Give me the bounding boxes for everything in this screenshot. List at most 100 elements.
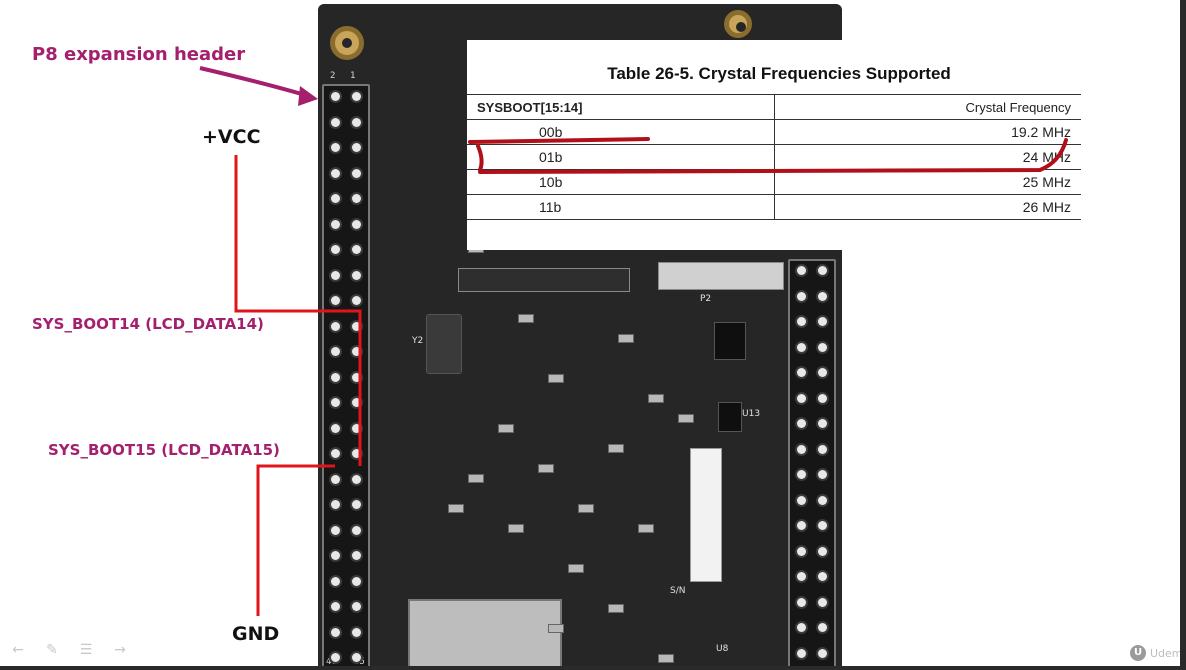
smd-component xyxy=(468,474,484,483)
header-pin xyxy=(352,347,361,356)
header-pin xyxy=(818,648,827,658)
cell-sysboot: 01b xyxy=(467,144,775,170)
smd-component xyxy=(608,444,624,453)
smd-component xyxy=(538,464,554,473)
header-pin xyxy=(331,398,340,407)
header-pin xyxy=(331,653,340,662)
header-pin xyxy=(331,423,340,433)
header-pin xyxy=(352,551,361,560)
header-pin xyxy=(352,576,361,586)
header-pin xyxy=(818,419,827,428)
frame-bottom xyxy=(0,666,1186,670)
smd-component xyxy=(648,394,664,403)
header-pin xyxy=(797,597,806,607)
sd-card-slot xyxy=(408,599,562,670)
header-pin xyxy=(352,219,361,229)
header-sysboot: SYSBOOT[15:14] xyxy=(467,94,775,120)
ic-chip xyxy=(714,322,746,360)
header-pin xyxy=(818,444,827,454)
header-pin xyxy=(797,291,806,301)
sn-label: S/N xyxy=(670,586,686,596)
header-pin xyxy=(352,117,361,127)
u8-label: U8 xyxy=(716,644,729,654)
header-pin xyxy=(331,449,340,458)
header-pin xyxy=(352,423,361,433)
cell-sysboot: 00b xyxy=(467,119,775,145)
header-pin xyxy=(797,572,806,581)
header-pin xyxy=(331,602,340,611)
header-pin xyxy=(352,245,361,254)
header-pin xyxy=(797,317,806,326)
smd-component xyxy=(658,654,674,663)
cell-frequency: 24 MHz xyxy=(774,144,1081,170)
white-label-strip xyxy=(690,448,722,582)
udemy-logo-icon: U xyxy=(1130,645,1146,661)
header-pin xyxy=(331,500,340,509)
table-row: 10b 25 MHz xyxy=(467,169,1081,195)
crystal-frequency-table-panel: Table 26-5. Crystal Frequencies Supporte… xyxy=(467,40,1091,250)
table-title: Table 26-5. Crystal Frequencies Supporte… xyxy=(607,64,951,83)
header-pin xyxy=(331,143,340,152)
arrowhead-icon xyxy=(298,86,318,106)
p8-expansion-header xyxy=(322,84,370,670)
header-pin xyxy=(331,576,340,586)
y2-label: Y2 xyxy=(412,336,424,346)
header-pin xyxy=(331,321,340,331)
header-pin xyxy=(818,623,827,632)
header-pin xyxy=(352,92,361,101)
header-pin xyxy=(331,347,340,356)
header-pin xyxy=(331,525,340,535)
header-pin xyxy=(331,117,340,127)
header-pin xyxy=(352,627,361,637)
header-pin xyxy=(331,92,340,101)
header-pin xyxy=(331,296,340,305)
pen-icon[interactable]: ✎ xyxy=(46,642,58,658)
menu-icon[interactable]: ☰ xyxy=(79,642,93,658)
header-pin xyxy=(352,296,361,305)
cell-frequency: 19.2 MHz xyxy=(774,119,1081,145)
header-pin xyxy=(331,245,340,254)
header-pin xyxy=(352,194,361,203)
prev-icon[interactable]: ← xyxy=(12,642,24,658)
header-pin xyxy=(797,444,806,454)
header-pin xyxy=(352,525,361,535)
header-pin xyxy=(797,266,806,275)
header-pin xyxy=(352,449,361,458)
smd-component xyxy=(578,504,594,513)
header-pin xyxy=(797,521,806,530)
header-pin xyxy=(797,419,806,428)
frame-edge xyxy=(1180,0,1186,670)
header-pin xyxy=(352,500,361,509)
header-pin xyxy=(818,266,827,275)
mounting-hole-icon xyxy=(724,10,752,38)
header-pin xyxy=(331,627,340,637)
smd-row xyxy=(458,268,630,292)
header-pin xyxy=(818,597,827,607)
p8-arrow-icon xyxy=(199,66,313,99)
header-pin xyxy=(818,546,827,556)
header-pin xyxy=(331,474,340,484)
header-pin xyxy=(818,291,827,301)
table-header-row: SYSBOOT[15:14] Crystal Frequency xyxy=(467,94,1081,120)
smd-component xyxy=(548,624,564,633)
header-pin xyxy=(797,623,806,632)
header-crystal-frequency: Crystal Frequency xyxy=(774,94,1081,120)
p8-header-annotation: P8 expansion header xyxy=(32,44,246,65)
header-pin xyxy=(797,495,806,505)
cell-frequency: 25 MHz xyxy=(774,169,1081,195)
smd-component xyxy=(568,564,584,573)
smd-component xyxy=(508,524,524,533)
header-pin xyxy=(352,321,361,331)
header-pin xyxy=(818,317,827,326)
next-icon[interactable]: → xyxy=(114,642,126,658)
header-pin xyxy=(352,143,361,152)
connector-pads xyxy=(658,262,784,290)
cell-frequency: 26 MHz xyxy=(774,194,1081,220)
header-pin xyxy=(818,572,827,581)
header-pin xyxy=(818,342,827,352)
pin-label-45: 45 xyxy=(354,657,365,667)
smd-component xyxy=(448,504,464,513)
header-pin xyxy=(797,648,806,658)
header-pin xyxy=(331,194,340,203)
